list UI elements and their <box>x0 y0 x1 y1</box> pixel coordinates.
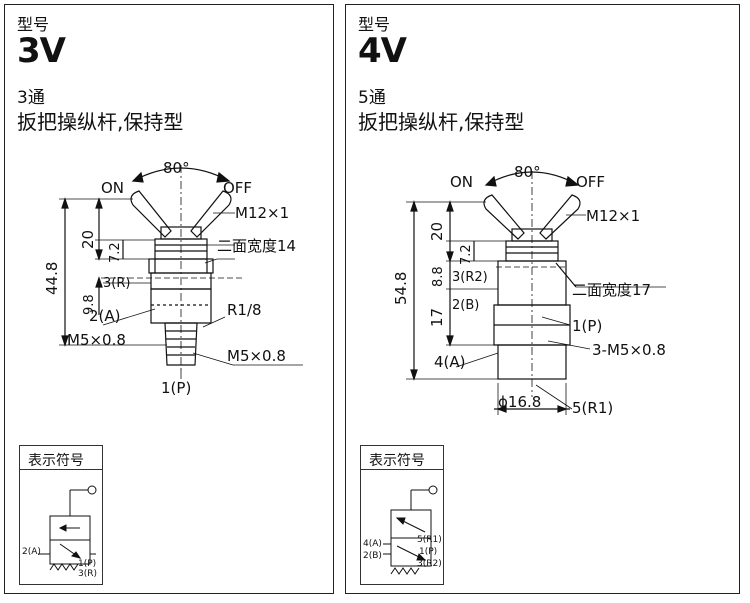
dim-20: 20 <box>428 222 446 241</box>
port-p-label: 1(P) <box>572 317 602 335</box>
angle-label: 80° <box>514 163 541 181</box>
symbol-diagram: 2(A) 1(P) 3(R) <box>22 485 97 579</box>
dim-8-8: 8.8 <box>431 266 446 287</box>
symbol-box: 表示符号 2(A) 1(P) 3(R) <box>19 445 103 585</box>
sym-r: 3(R) <box>78 569 97 579</box>
off-label: OFF <box>576 173 605 191</box>
bottom-nipple <box>164 322 198 366</box>
sym-b: 2(B) <box>363 551 382 561</box>
symbol-box: 表示符号 4(A) 2(B) 5(R1) 1(P) 3(R2) <box>360 445 444 585</box>
lever-left <box>130 190 172 238</box>
sym-r2: 3(R2) <box>417 559 442 569</box>
sym-a: 2(A) <box>22 547 41 557</box>
port-a-label: 4(A) <box>434 353 466 371</box>
dim-17: 17 <box>428 308 446 327</box>
m5-left-label: M5×0.8 <box>67 331 126 349</box>
model-label: 型号 <box>17 15 50 34</box>
port-count: 3通 <box>17 88 45 108</box>
port-r1-label: 5(R1) <box>572 399 613 417</box>
lever-right <box>190 190 232 238</box>
m5-right-label: M5×0.8 <box>227 347 286 365</box>
thread-top-label: M12×1 <box>586 207 640 225</box>
symbol-title: 表示符号 <box>20 446 102 470</box>
symbol-title: 表示符号 <box>361 446 443 470</box>
sym-a: 4(A) <box>363 539 382 549</box>
angle-label: 80° <box>163 159 190 177</box>
lever-left <box>483 194 525 240</box>
model-label: 型号 <box>358 15 391 34</box>
on-label: ON <box>450 173 473 191</box>
dim-20: 20 <box>79 230 97 249</box>
port-p-label: 1(P) <box>161 379 191 397</box>
r18-label: R1/8 <box>227 301 262 319</box>
port-b-label: 2(B) <box>452 298 479 313</box>
port-count: 5通 <box>358 88 386 108</box>
dim-7-2: 7.2 <box>108 242 123 263</box>
arc-arrow-left <box>131 171 144 183</box>
thread-top-label: M12×1 <box>235 204 289 222</box>
m5-label: 3-M5×0.8 <box>592 341 666 359</box>
sym-p: 1(P) <box>419 547 437 557</box>
flats-label: 二面宽度14 <box>217 237 296 255</box>
off-label: OFF <box>223 179 252 197</box>
sym-p: 1(P) <box>78 559 96 569</box>
model-code: 3V <box>17 31 66 71</box>
description: 扳把操纵杆,保持型 <box>17 110 184 134</box>
dim-9-8: 9.8 <box>82 294 97 315</box>
drawing-3v: 80° ON OFF M12×1 二面宽度14 3(R) 2(A) R1/8 M… <box>43 159 303 397</box>
lever-right <box>539 194 581 240</box>
port-a-label: 2(A) <box>89 307 121 325</box>
port-r2-label: 3(R2) <box>452 270 488 285</box>
description: 扳把操纵杆,保持型 <box>358 110 525 134</box>
dia-label: ϕ16.8 <box>498 393 541 411</box>
on-label: ON <box>101 179 124 197</box>
dim-44-8: 44.8 <box>43 262 61 295</box>
symbol-diagram: 4(A) 2(B) 5(R1) 1(P) 3(R2) <box>363 485 442 575</box>
model-code: 4V <box>358 31 407 71</box>
drawing-4v: 80° ON OFF M12×1 二面宽度17 3(R2) 2(B) 1(P) … <box>392 163 666 417</box>
flats-label: 二面宽度17 <box>572 281 651 299</box>
sym-r1: 5(R1) <box>417 535 442 545</box>
panel-3v: 型号 3V 3通 扳把操纵杆,保持型 <box>4 4 334 594</box>
dim-54-8: 54.8 <box>392 272 410 305</box>
port-r-label: 3(R) <box>103 276 130 291</box>
arc-arrow-right <box>216 171 231 183</box>
dim-7-2: 7.2 <box>459 244 474 265</box>
panel-4v: 型号 4V 5通 扳把操纵杆,保持型 <box>345 4 740 594</box>
